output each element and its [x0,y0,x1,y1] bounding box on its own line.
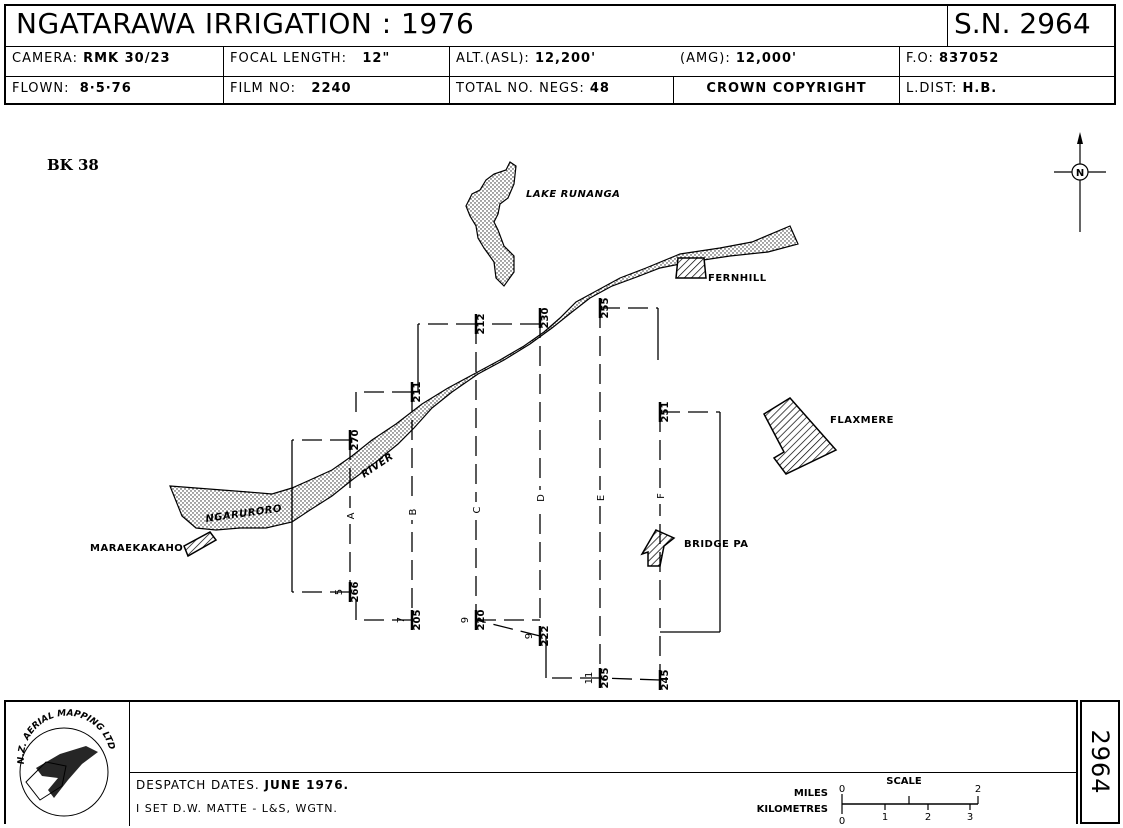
run-b-top-photo: 211 [412,382,423,403]
fernhill-label: FERNHILL [708,273,767,284]
run-d-letter: D [536,494,547,502]
run-b-bottom-run: 7 [396,617,407,623]
run-a-bottom-run: 5 [334,589,345,595]
run-e-letter: E [596,495,607,501]
flaxmere-settlement [763,397,838,475]
flown-cell: FLOWN: 8·5·76 [6,76,224,105]
bk-label: BK 38 [47,156,99,174]
serial-number: S.N. 2964 [954,7,1091,40]
header-table: NGATARAWA IRRIGATION : 1976 S.N. 2964 CA… [4,4,1116,105]
bridge-pa-label: BRIDGE PA [684,539,749,550]
run-e-bottom-run: 11 [584,672,595,685]
run-a-letter-bg [344,508,356,524]
despatch-dates: DESPATCH DATES. JUNE 1976. [136,778,350,792]
map-title: NGATARAWA IRRIGATION : 1976 [6,6,948,46]
fernhill-settlement [675,257,707,279]
km-label: KILOMETRES [757,804,828,815]
fo-value: 837052 [939,51,1000,66]
scale-bar: SCALE MILES KILOMETRES 0 2 0 1 2 3 [757,776,982,826]
header-row-flown: FLOWN: 8·5·76 FILM NO: 2240 TOTAL NO. NE… [6,76,1114,105]
nz-aerial-mapping-logo: N.Z. AERIAL MAPPING LTD [6,702,130,826]
miles-tick-2: 2 [975,784,981,795]
maraekakaho-settlement [183,531,218,558]
run-a-letter: A [346,512,357,519]
focal-length-cell: FOCAL LENGTH: 12" [224,46,450,76]
film-no-value: 2240 [311,81,352,96]
run-b-bottom-photo: 205 [412,610,423,631]
km-tick-0: 0 [839,816,845,826]
maraekakaho-label: MARAEKAKAHO [90,543,183,554]
focal-length-value: 12" [362,51,391,66]
lake-runanga-label: LAKE RUNANGA [526,189,620,200]
run-d-bottom-run: 9 [524,633,535,639]
run-c-letter: C [472,506,483,513]
alt-asl-cell: ALT.(ASL): 12,200' [456,51,597,66]
run-labels: 270 266 5 A 211 205 7 B 212 220 9 C 230 222 9 D 255 265 11… [334,298,671,691]
l-dist-value: H.B. [962,81,998,96]
run-d-top-photo: 230 [540,308,551,329]
header-row-title: NGATARAWA IRRIGATION : 1976 S.N. 2964 [6,6,1114,47]
side-number: 2964 [1086,729,1114,795]
run-e-top-photo: 255 [600,298,611,319]
km-tick-3: 3 [967,812,973,823]
bridge-pa-settlement [640,529,676,567]
run-f-bottom-photo: 245 [660,670,671,691]
l-dist-cell: L.DIST: H.B. [906,81,998,96]
alt-amg-value: 12,000' [735,51,798,66]
crown-copyright: CROWN COPYRIGHT [674,76,900,105]
km-tick-2: 2 [925,812,931,823]
side-number-box: 2964 [1080,700,1120,824]
run-b-letter-bg [406,504,418,520]
header-row-camera: CAMERA: RMK 30/23 FOCAL LENGTH: 12" ALT.… [6,46,1114,77]
film-no-cell: FILM NO: 2240 [224,76,450,105]
run-c-letter-bg [470,502,482,518]
run-a-bottom-photo: 266 [350,582,361,603]
run-e-letter-bg [594,490,606,506]
total-negs-value: 48 [589,81,610,96]
alt-asl-value: 12,200' [534,51,597,66]
despatch-value: JUNE 1976. [264,778,350,792]
alt-amg-cell: (AMG): 12,000' [674,46,900,76]
miles-label: MILES [794,788,828,799]
flown-value: 8·5·76 [79,81,132,96]
run-c-bottom-photo: 220 [476,610,487,631]
run-d-bottom-photo: 222 [540,626,551,647]
run-c-bottom-run: 9 [460,617,471,623]
camera-value: RMK 30/23 [83,51,171,66]
footer-panel: N.Z. AERIAL MAPPING LTD DESPATCH DATES. … [4,700,1078,826]
run-f-top-photo: 251 [660,402,671,423]
run-f-letter-bg [654,488,666,504]
camera-cell: CAMERA: RMK 30/23 [6,46,224,76]
run-a-top-photo: 270 [350,430,361,451]
flaxmere-label: FLAXMERE [830,415,894,426]
scale-title: SCALE [886,776,922,787]
km-tick-1: 1 [882,812,888,823]
run-b-letter: B [408,508,419,515]
north-letter: N [1076,168,1084,179]
total-negs-cell: TOTAL NO. NEGS: 48 [450,76,674,105]
miles-tick-0: 0 [839,784,845,795]
lake-runanga-shape [465,161,517,287]
run-e-bottom-photo: 265 [600,668,611,689]
north-arrow-icon: N [1054,132,1106,232]
run-d-letter-bg [534,490,546,506]
run-c-top-photo: 212 [476,314,487,335]
run-f-letter: F [656,493,667,499]
set-line: I SET D.W. MATTE - L&S, WGTN. [136,802,338,815]
ngaruroro-river-shape [169,225,799,531]
fo-cell: F.O: 837052 [906,51,1000,66]
